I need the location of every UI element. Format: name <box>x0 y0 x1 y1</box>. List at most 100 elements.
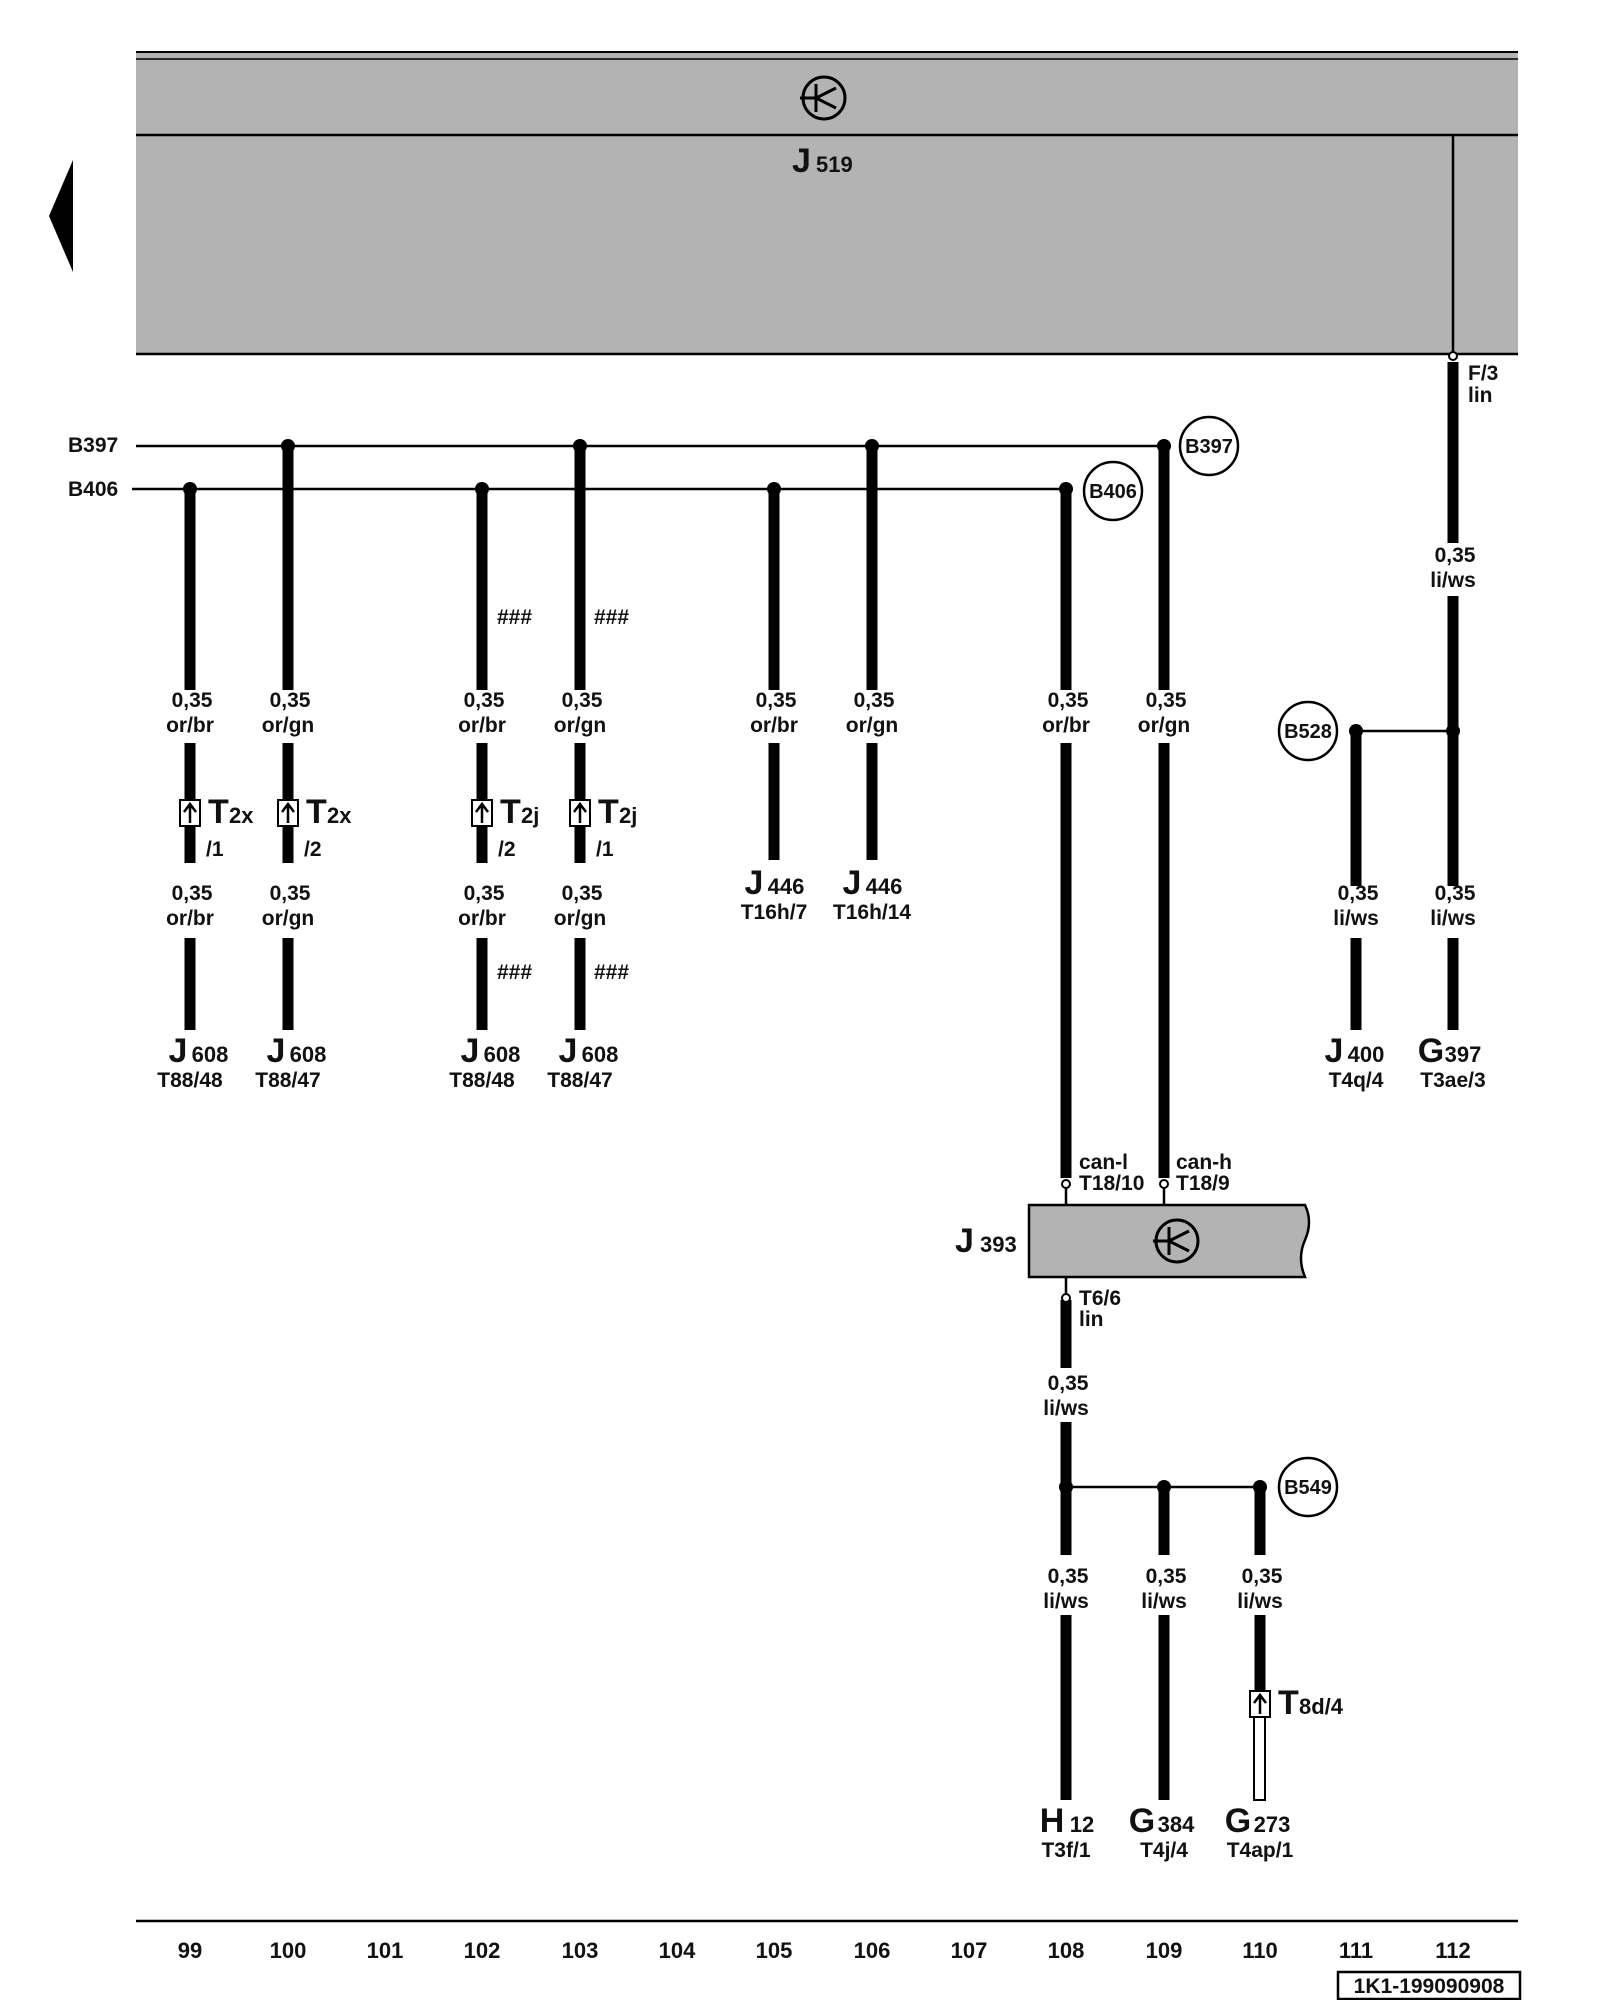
left-arrow-icon[interactable] <box>49 160 73 272</box>
svg-text:108: 108 <box>1048 1938 1085 1963</box>
svg-text:2x: 2x <box>229 803 254 828</box>
component-g397: G <box>1418 1032 1444 1070</box>
j519-pin-label: F/3 <box>1468 362 1498 385</box>
junction-dots <box>183 439 1460 1494</box>
svg-text:104: 104 <box>659 1938 696 1963</box>
junction-b397: B397 <box>1178 415 1240 477</box>
component-j608: J <box>559 1032 578 1070</box>
svg-text:105: 105 <box>756 1938 793 1963</box>
svg-text:/2: /2 <box>304 838 322 861</box>
svg-text:0,35: 0,35 <box>172 882 213 905</box>
svg-text:or/br: or/br <box>458 714 506 737</box>
svg-text:T88/48: T88/48 <box>157 1069 223 1092</box>
svg-text:608: 608 <box>192 1042 229 1067</box>
svg-text:T4j/4: T4j/4 <box>1140 1839 1188 1862</box>
wire-labels: 0,35 or/br 0,35 or/gn 0,35 or/br 0,35 or… <box>166 544 1476 1613</box>
svg-text:0,35: 0,35 <box>464 882 505 905</box>
connector-pin-icon <box>1249 1690 1271 1718</box>
svg-text:106: 106 <box>854 1938 891 1963</box>
component-j400: J <box>1325 1032 1344 1070</box>
connector-t2x-1: T 2x /1 <box>179 793 254 861</box>
svg-text:0,35: 0,35 <box>270 882 311 905</box>
svg-text:or/gn: or/gn <box>554 714 607 737</box>
connector-pin-icon <box>471 799 493 827</box>
svg-text:T: T <box>306 793 327 831</box>
svg-text:0,35: 0,35 <box>1435 882 1476 905</box>
j393-lin: lin <box>1079 1308 1104 1331</box>
j393-name: J <box>955 1222 974 1260</box>
svg-text:608: 608 <box>484 1042 521 1067</box>
svg-text:0,35: 0,35 <box>270 689 311 712</box>
svg-text:or/br: or/br <box>1042 714 1090 737</box>
svg-text:2x: 2x <box>327 803 352 828</box>
column-numbers: 99 100 101 102 103 104 105 106 107 108 1… <box>178 1938 1471 1963</box>
svg-text:2j: 2j <box>521 803 539 828</box>
svg-text:109: 109 <box>1146 1938 1183 1963</box>
svg-text:or/gn: or/gn <box>846 714 899 737</box>
svg-text:0,35: 0,35 <box>756 689 797 712</box>
svg-text:li/ws: li/ws <box>1237 1590 1283 1613</box>
svg-text:T3f/1: T3f/1 <box>1041 1839 1090 1862</box>
svg-text:446: 446 <box>866 874 903 899</box>
svg-text:T4q/4: T4q/4 <box>1329 1069 1384 1092</box>
j393-lin-term: T6/6 <box>1079 1287 1121 1310</box>
svg-text:8d/4: 8d/4 <box>1299 1694 1344 1719</box>
svg-text:0,35: 0,35 <box>1048 689 1089 712</box>
connector-pin-icon <box>277 799 299 827</box>
component-j608: J <box>169 1032 188 1070</box>
svg-text:107: 107 <box>951 1938 988 1963</box>
svg-text:446: 446 <box>768 874 805 899</box>
junction-b549: B549 <box>1277 1456 1339 1518</box>
svg-text:li/ws: li/ws <box>1333 907 1379 930</box>
svg-text:T88/47: T88/47 <box>255 1069 320 1092</box>
svg-text:0,35: 0,35 <box>562 689 603 712</box>
svg-text:T88/47: T88/47 <box>547 1069 612 1092</box>
hash-mark: ### <box>497 606 532 629</box>
control-unit-j519: J 519 <box>136 51 1518 356</box>
svg-text:0,35: 0,35 <box>464 689 505 712</box>
svg-text:T16h/14: T16h/14 <box>833 901 912 924</box>
junction-b406: B406 <box>1082 460 1144 522</box>
connector-t8d-4: T 8d/4 <box>1249 1684 1344 1722</box>
svg-text:li/ws: li/ws <box>1043 1397 1089 1420</box>
j393-can-l-term: T18/10 <box>1079 1172 1144 1195</box>
svg-text:B397: B397 <box>1185 436 1233 458</box>
svg-text:or/br: or/br <box>750 714 798 737</box>
svg-text:0,35: 0,35 <box>1146 1565 1187 1588</box>
bus-label-b406: B406 <box>68 478 118 501</box>
j519-name: J <box>792 142 811 180</box>
svg-text:100: 100 <box>270 1938 307 1963</box>
svg-text:608: 608 <box>582 1042 619 1067</box>
svg-text:T: T <box>1278 1684 1299 1722</box>
j393-can-h-term: T18/9 <box>1176 1172 1230 1195</box>
svg-text:0,35: 0,35 <box>1048 1372 1089 1395</box>
component-j446: J <box>843 864 862 902</box>
svg-text:400: 400 <box>1348 1042 1385 1067</box>
document-code: 1K1-199090908 <box>1336 1970 1522 2000</box>
svg-text:or/br: or/br <box>166 714 214 737</box>
svg-text:B528: B528 <box>1284 721 1332 743</box>
svg-text:li/ws: li/ws <box>1141 1590 1187 1613</box>
control-unit-j393: J 393 <box>955 1203 1311 1279</box>
svg-text:110: 110 <box>1242 1938 1278 1963</box>
svg-text:0,35: 0,35 <box>562 882 603 905</box>
svg-text:li/ws: li/ws <box>1043 1590 1089 1613</box>
svg-text:or/gn: or/gn <box>262 714 315 737</box>
svg-text:2j: 2j <box>619 803 637 828</box>
svg-text:T3ae/3: T3ae/3 <box>1420 1069 1485 1092</box>
svg-text:T: T <box>500 793 521 831</box>
svg-text:103: 103 <box>562 1938 599 1963</box>
svg-text:T4ap/1: T4ap/1 <box>1227 1839 1294 1862</box>
j393-can-l: can-l <box>1079 1151 1128 1174</box>
component-j446: J <box>745 864 764 902</box>
svg-text:or/br: or/br <box>166 907 214 930</box>
svg-text:608: 608 <box>290 1042 327 1067</box>
component-h12: H <box>1040 1802 1065 1840</box>
svg-text:0,35: 0,35 <box>854 689 895 712</box>
component-labels-lower: H 12 T3f/1 G 384 T4j/4 G 273 T4ap/1 <box>1040 1802 1294 1862</box>
connector-pin-icon <box>179 799 201 827</box>
hash-mark: ### <box>594 961 629 984</box>
svg-text:112: 112 <box>1435 1938 1471 1963</box>
svg-text:T88/48: T88/48 <box>449 1069 515 1092</box>
